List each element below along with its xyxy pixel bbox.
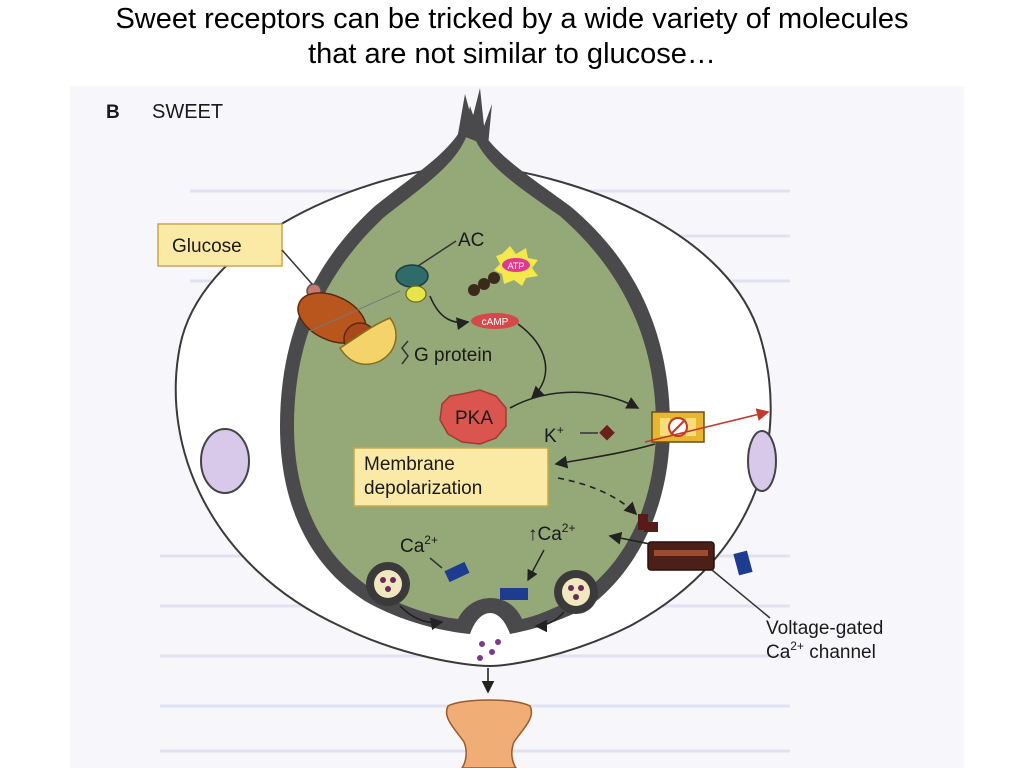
arrow-vesicle-left-to-release [399,605,444,631]
glucose-label-box [157,223,283,267]
neurotransmitter [477,639,501,661]
ac-label: AC [458,230,484,251]
ca-up-label: ↑Ca2+ [528,521,575,545]
afferent-neuron [445,699,533,768]
figure-canvas: B SWEET Glucose AC [106,88,883,768]
arrow-vesicle-right-to-release [534,611,565,633]
arrow-pka-to-k-channel [509,391,640,409]
camp-label: cAMP [482,317,509,328]
panel-title: SWEET [152,101,223,123]
pka-label: PKA [455,408,493,429]
vg-label-line2: Ca2+ channel [766,639,876,663]
panel-letter: B [106,102,120,123]
membrane-label-box [353,447,549,507]
sweet-receptor [297,264,429,365]
ca-influx-arrow [608,531,651,545]
ca-left-pointer [429,557,443,569]
k-channel [651,411,705,443]
nucleus-left [200,428,250,494]
atp-label: ATP [508,261,525,271]
ca-ion-center [500,588,528,600]
pka-enzyme [439,389,507,445]
arrow-ac-to-camp [429,295,470,331]
glucose-pointer [281,249,313,285]
ca-ion-left [444,561,470,583]
atp-molecule: ATP [468,246,538,296]
camp-molecule: cAMP [471,313,519,329]
sweet-receptor-figure: B SWEET Glucose AC [70,86,964,768]
ca-left-label: Ca2+ [400,533,438,557]
ac-pointer [417,240,457,267]
vesicle-left [366,562,410,606]
g-protein-label: G protein [414,345,492,366]
glucose-label: Glucose [172,236,242,257]
voltage-gated-ca-channel [638,514,715,571]
arrow-ca-to-ion [527,549,545,582]
vesicle-right [554,570,598,614]
arrow-depolarization-to-ca-channel [557,477,638,516]
arrow-camp-to-pka [517,323,547,400]
extracellular-ca-ion [733,550,753,576]
vg-channel-pointer [711,569,771,619]
g-protein-bracket [401,340,409,365]
nucleus-right [747,430,777,492]
microvilli [458,88,492,146]
arrow-k-channel-to-depolarization [554,443,656,469]
membrane-label-line1: Membrane [364,454,455,475]
k-ion [599,424,615,441]
title-line-2: that are not similar to glucose… [308,38,716,70]
title-line-1: Sweet receptors can be tricked by a wide… [115,3,909,35]
k-ion-label: K+ [544,423,564,447]
vg-label-line1: Voltage-gated [766,618,883,639]
k-efflux-arrow [644,408,770,443]
membrane-label-line2: depolarization [364,478,482,499]
slide-title: Sweet receptors can be tricked by a wide… [0,2,1024,72]
